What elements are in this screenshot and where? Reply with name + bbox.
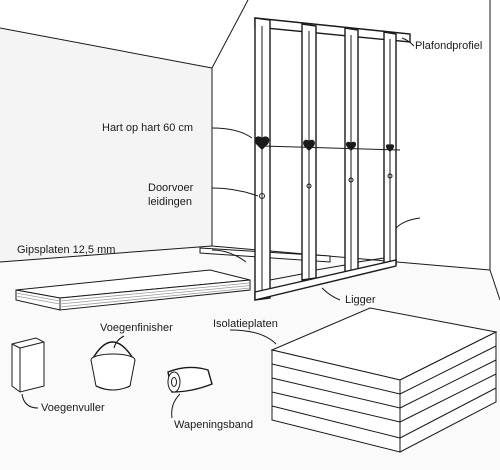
- left-wall: [0, 28, 212, 262]
- label-gipsplaten: Gipsplaten 12,5 mm: [17, 243, 115, 257]
- label-wapeningsband: Wapeningsband: [174, 418, 253, 432]
- label-plafondprofiel: Plafondprofiel: [415, 39, 482, 53]
- label-hart-op-hart: Hart op hart 60 cm: [102, 121, 193, 135]
- label-voegenfinisher: Voegenfinisher: [100, 321, 173, 335]
- label-ligger: Ligger: [345, 293, 376, 307]
- label-voegenvuller: Voegenvuller: [41, 401, 105, 415]
- label-doorvoer-line1: Doorvoer: [148, 181, 193, 195]
- filler-bag-icon: [12, 338, 44, 392]
- label-doorvoer-line2: leidingen: [148, 195, 192, 209]
- label-isolatieplaten: Isolatieplaten: [213, 317, 278, 331]
